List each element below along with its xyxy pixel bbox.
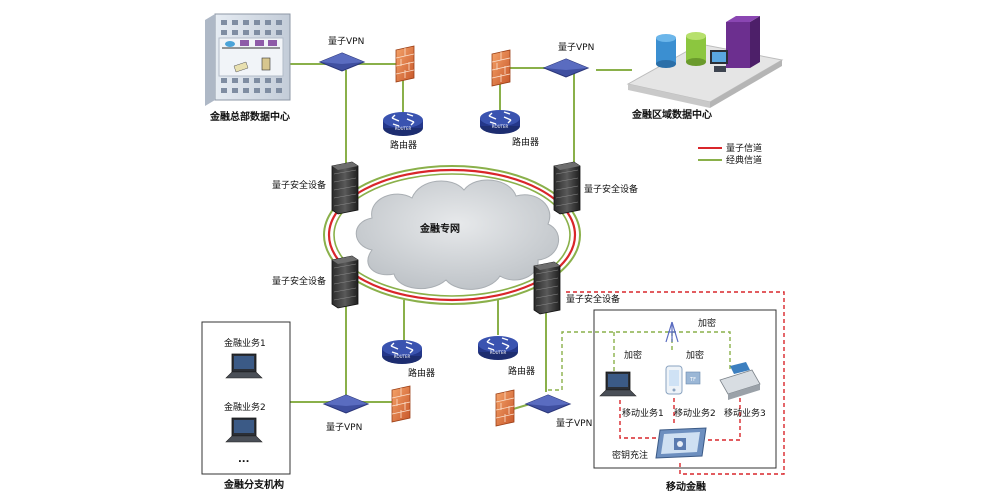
- quantum-security-device-bottom-left: [331, 255, 359, 309]
- security-device-top-right-label: 量子安全设备: [584, 183, 638, 195]
- quantum-ring: [327, 168, 577, 302]
- quantum-security-device-bottom-right: [533, 261, 561, 315]
- quantum-security-device-top-right: [553, 161, 581, 215]
- legend: 量子信道 经典信道: [698, 142, 762, 166]
- hq-datacenter-building: [205, 13, 291, 106]
- key-recharge-label: 密钥充注: [612, 449, 648, 461]
- firewall-bottom-left: [391, 385, 411, 423]
- branch-service-more: ...: [238, 454, 249, 465]
- security-device-bottom-left-label: 量子安全设备: [272, 275, 326, 287]
- mobile-service-2-label: 移动业务2: [674, 407, 716, 419]
- antenna-icon: [665, 321, 679, 343]
- router-bottom-left: [381, 339, 423, 365]
- firewall-top-right: [491, 49, 511, 87]
- key-recharge-terminal-icon: [655, 427, 707, 459]
- vpn-bottom-right-label: 量子VPN: [556, 418, 592, 429]
- tf-card-icon: TF: [685, 371, 701, 385]
- ring-channels: [323, 165, 581, 305]
- vpn-bottom-right: [525, 394, 571, 414]
- branch-service-2-label: 金融业务2: [224, 401, 266, 413]
- mobile-finance-label: 移动金融: [666, 480, 706, 493]
- router-bottom-right-label: 路由器: [508, 365, 535, 377]
- vpn-top-right: [543, 58, 589, 78]
- router-top-left: [382, 111, 424, 137]
- mobile-service-3-label: 移动业务3: [724, 407, 766, 419]
- hq-datacenter-label: 金融总部数据中心: [209, 110, 290, 123]
- svg-text:TF: TF: [689, 377, 696, 383]
- mobile-service-1-label: 移动业务1: [622, 407, 664, 419]
- encrypt-label-right: 加密: [686, 349, 704, 361]
- branch-service-1-label: 金融业务1: [224, 337, 266, 349]
- central-network-label: 金融专网: [419, 222, 460, 235]
- pos-terminal-icon: [719, 362, 761, 400]
- security-device-bottom-right-label: 量子安全设备: [566, 293, 620, 305]
- classic-channel-lines: [276, 63, 632, 411]
- database-icon: [656, 34, 676, 68]
- vpn-bottom-left-label: 量子VPN: [326, 422, 362, 433]
- cloud-network: 金融专网: [355, 179, 559, 290]
- firewall-bottom-right: [495, 389, 515, 427]
- encrypt-label-top: 加密: [698, 317, 716, 329]
- quantum-dashed-path: [566, 291, 785, 475]
- router-bottom-left-label: 路由器: [408, 367, 435, 379]
- vpn-top-right-label: 量子VPN: [558, 42, 594, 53]
- firewall-top-left: [395, 45, 415, 83]
- quantum-security-device-top-left: [331, 161, 359, 215]
- database-icon: [686, 32, 706, 66]
- phone-icon: [665, 365, 683, 395]
- legend-quantum-label: 量子信道: [726, 142, 762, 154]
- mobile-finance-box: 加密 加密 加密 TF 移动业务1 移动业务2 移动业务3: [548, 291, 785, 475]
- classic-ring-outer: [323, 165, 581, 305]
- branch-label: 金融分支机构: [223, 478, 284, 491]
- key-recharge-dashed-paths: [619, 398, 741, 441]
- encrypt-label-left: 加密: [624, 349, 642, 361]
- vpn-top-left: [319, 52, 365, 72]
- router-top-right-label: 路由器: [512, 136, 539, 148]
- router-top-right: [479, 109, 521, 135]
- security-device-top-left-label: 量子安全设备: [272, 179, 326, 191]
- branch-box: 金融业务1 金融业务2 ...: [201, 321, 291, 475]
- classic-ring-inner: [333, 173, 571, 297]
- regional-datacenter-illustration: [626, 16, 784, 108]
- regional-datacenter-label: 金融区域数据中心: [631, 108, 712, 121]
- router-top-left-label: 路由器: [390, 139, 417, 151]
- vpn-top-left-label: 量子VPN: [328, 36, 364, 47]
- vpn-bottom-left: [323, 394, 369, 414]
- legend-classic-label: 经典信道: [726, 154, 762, 166]
- router-bottom-right: [477, 335, 519, 361]
